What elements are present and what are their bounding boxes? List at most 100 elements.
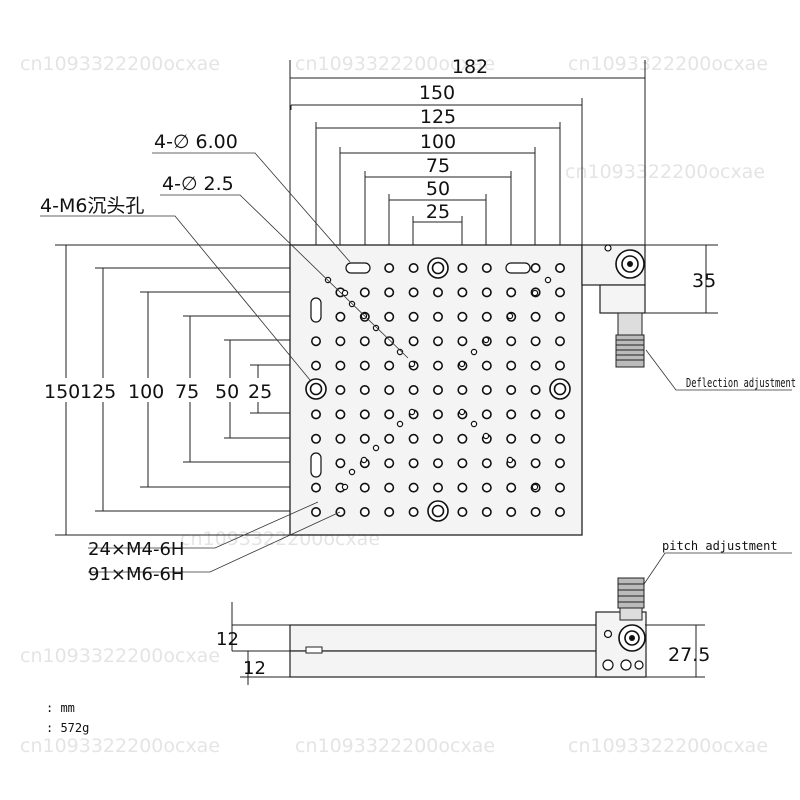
m6-hole [530, 262, 541, 273]
callout-m4: 24×M4-6H [88, 539, 184, 560]
m4-hole [470, 348, 478, 356]
m6-hole [554, 360, 565, 371]
m6-hole [384, 458, 395, 469]
m6-hole [506, 433, 517, 444]
m6-hole [530, 433, 541, 444]
m6-hole [506, 384, 517, 395]
m6-hole [554, 409, 565, 420]
deflection-mechanism [581, 244, 646, 368]
m6-hole [310, 409, 321, 420]
m4-hole [482, 336, 490, 344]
m6-hole [408, 336, 419, 347]
watermark-text: cn1093322200ocxae [565, 161, 765, 183]
side-dim-b: 12 [243, 658, 266, 679]
m6-hole [530, 360, 541, 371]
callout-m6: 91×M6-6H [88, 564, 184, 585]
m4-hole [470, 420, 478, 428]
m6-hole [457, 262, 468, 273]
dim-left-125: 125 [80, 381, 116, 403]
m6-hole [384, 262, 395, 273]
m6-hole [457, 287, 468, 298]
m4-hole [360, 456, 368, 464]
dim-left-150: 150 [44, 381, 80, 403]
m6-hole [481, 458, 492, 469]
m6-hole [310, 506, 321, 517]
m4-hole [341, 289, 349, 297]
m6-hole [310, 482, 321, 493]
m6-hole [530, 506, 541, 517]
m6-hole [408, 311, 419, 322]
callout-counterbore: 4-M6沉头孔 [40, 195, 144, 217]
right-dimension: 35 [645, 244, 718, 314]
m4-hole [408, 360, 416, 368]
m6-hole [408, 287, 419, 298]
m6-hole [506, 287, 517, 298]
m6-hole [384, 482, 395, 493]
m6-hole [554, 458, 565, 469]
m6-hole [384, 360, 395, 371]
m4-hole [341, 483, 349, 491]
m6-hole [506, 336, 517, 347]
m6-hole [432, 287, 443, 298]
m4-hole [458, 360, 466, 368]
m6-hole [432, 384, 443, 395]
callouts: 4-∅ 6.00 4-∅ 2.5 4-M6沉头孔 24×M4-6H 91×M6-… [40, 131, 796, 585]
m6-hole [408, 262, 419, 273]
m6-hole [335, 360, 346, 371]
dim-top-25: 25 [426, 201, 450, 223]
m4-hole [458, 408, 466, 416]
m6-hole [408, 384, 419, 395]
m6-hole [481, 311, 492, 322]
m4-hole [372, 444, 380, 452]
spec-unit: : mm [46, 701, 75, 715]
side-dim-a: 12 [216, 629, 239, 650]
callout-deflection: Deflection adjustment [686, 376, 796, 390]
m4-hole [531, 289, 539, 297]
watermark-text: cn1093322200ocxae [20, 645, 220, 667]
callout-hole-6: 4-∅ 6.00 [154, 131, 238, 153]
m6-hole [481, 409, 492, 420]
m6-hole [432, 311, 443, 322]
m6-hole [384, 506, 395, 517]
spec-weight: : 572g [46, 721, 89, 735]
dim-left-100: 100 [128, 381, 164, 403]
m6-hole [384, 287, 395, 298]
m6-hole [530, 311, 541, 322]
m6-hole [310, 336, 321, 347]
m6-hole [359, 360, 370, 371]
m4-hole [372, 324, 380, 332]
m6-hole [481, 287, 492, 298]
m6-hole [408, 433, 419, 444]
m6-hole [359, 409, 370, 420]
left-dimensions: 150 125 100 75 50 25 [42, 244, 340, 536]
dim-left-25: 25 [248, 381, 272, 403]
m4-hole [396, 348, 404, 356]
m6-hole [481, 262, 492, 273]
m6-hole [432, 482, 443, 493]
dim-top-150: 150 [419, 82, 455, 104]
m6-hole [457, 433, 468, 444]
m6-hole [506, 482, 517, 493]
callout-pitch: pitch adjustment [662, 539, 778, 553]
m6-hole [359, 336, 370, 347]
m6-hole [457, 384, 468, 395]
m6-hole [506, 409, 517, 420]
m6-hole [457, 482, 468, 493]
m6-hole [481, 360, 492, 371]
m6-hole [481, 506, 492, 517]
m6-hole [554, 262, 565, 273]
m6-hole [530, 384, 541, 395]
m6-hole [554, 287, 565, 298]
callout-hole-2-5: 4-∅ 2.5 [162, 173, 234, 195]
side-dim-height: 27.5 [668, 644, 710, 666]
m6-hole [335, 433, 346, 444]
m6-hole [384, 336, 395, 347]
m6-hole [554, 336, 565, 347]
m6-hole [457, 311, 468, 322]
m6-hole [530, 409, 541, 420]
counterbore-holes [305, 257, 571, 522]
m6-hole [554, 506, 565, 517]
watermark-text: cn1093322200ocxae [20, 735, 220, 757]
m6-hole [335, 311, 346, 322]
